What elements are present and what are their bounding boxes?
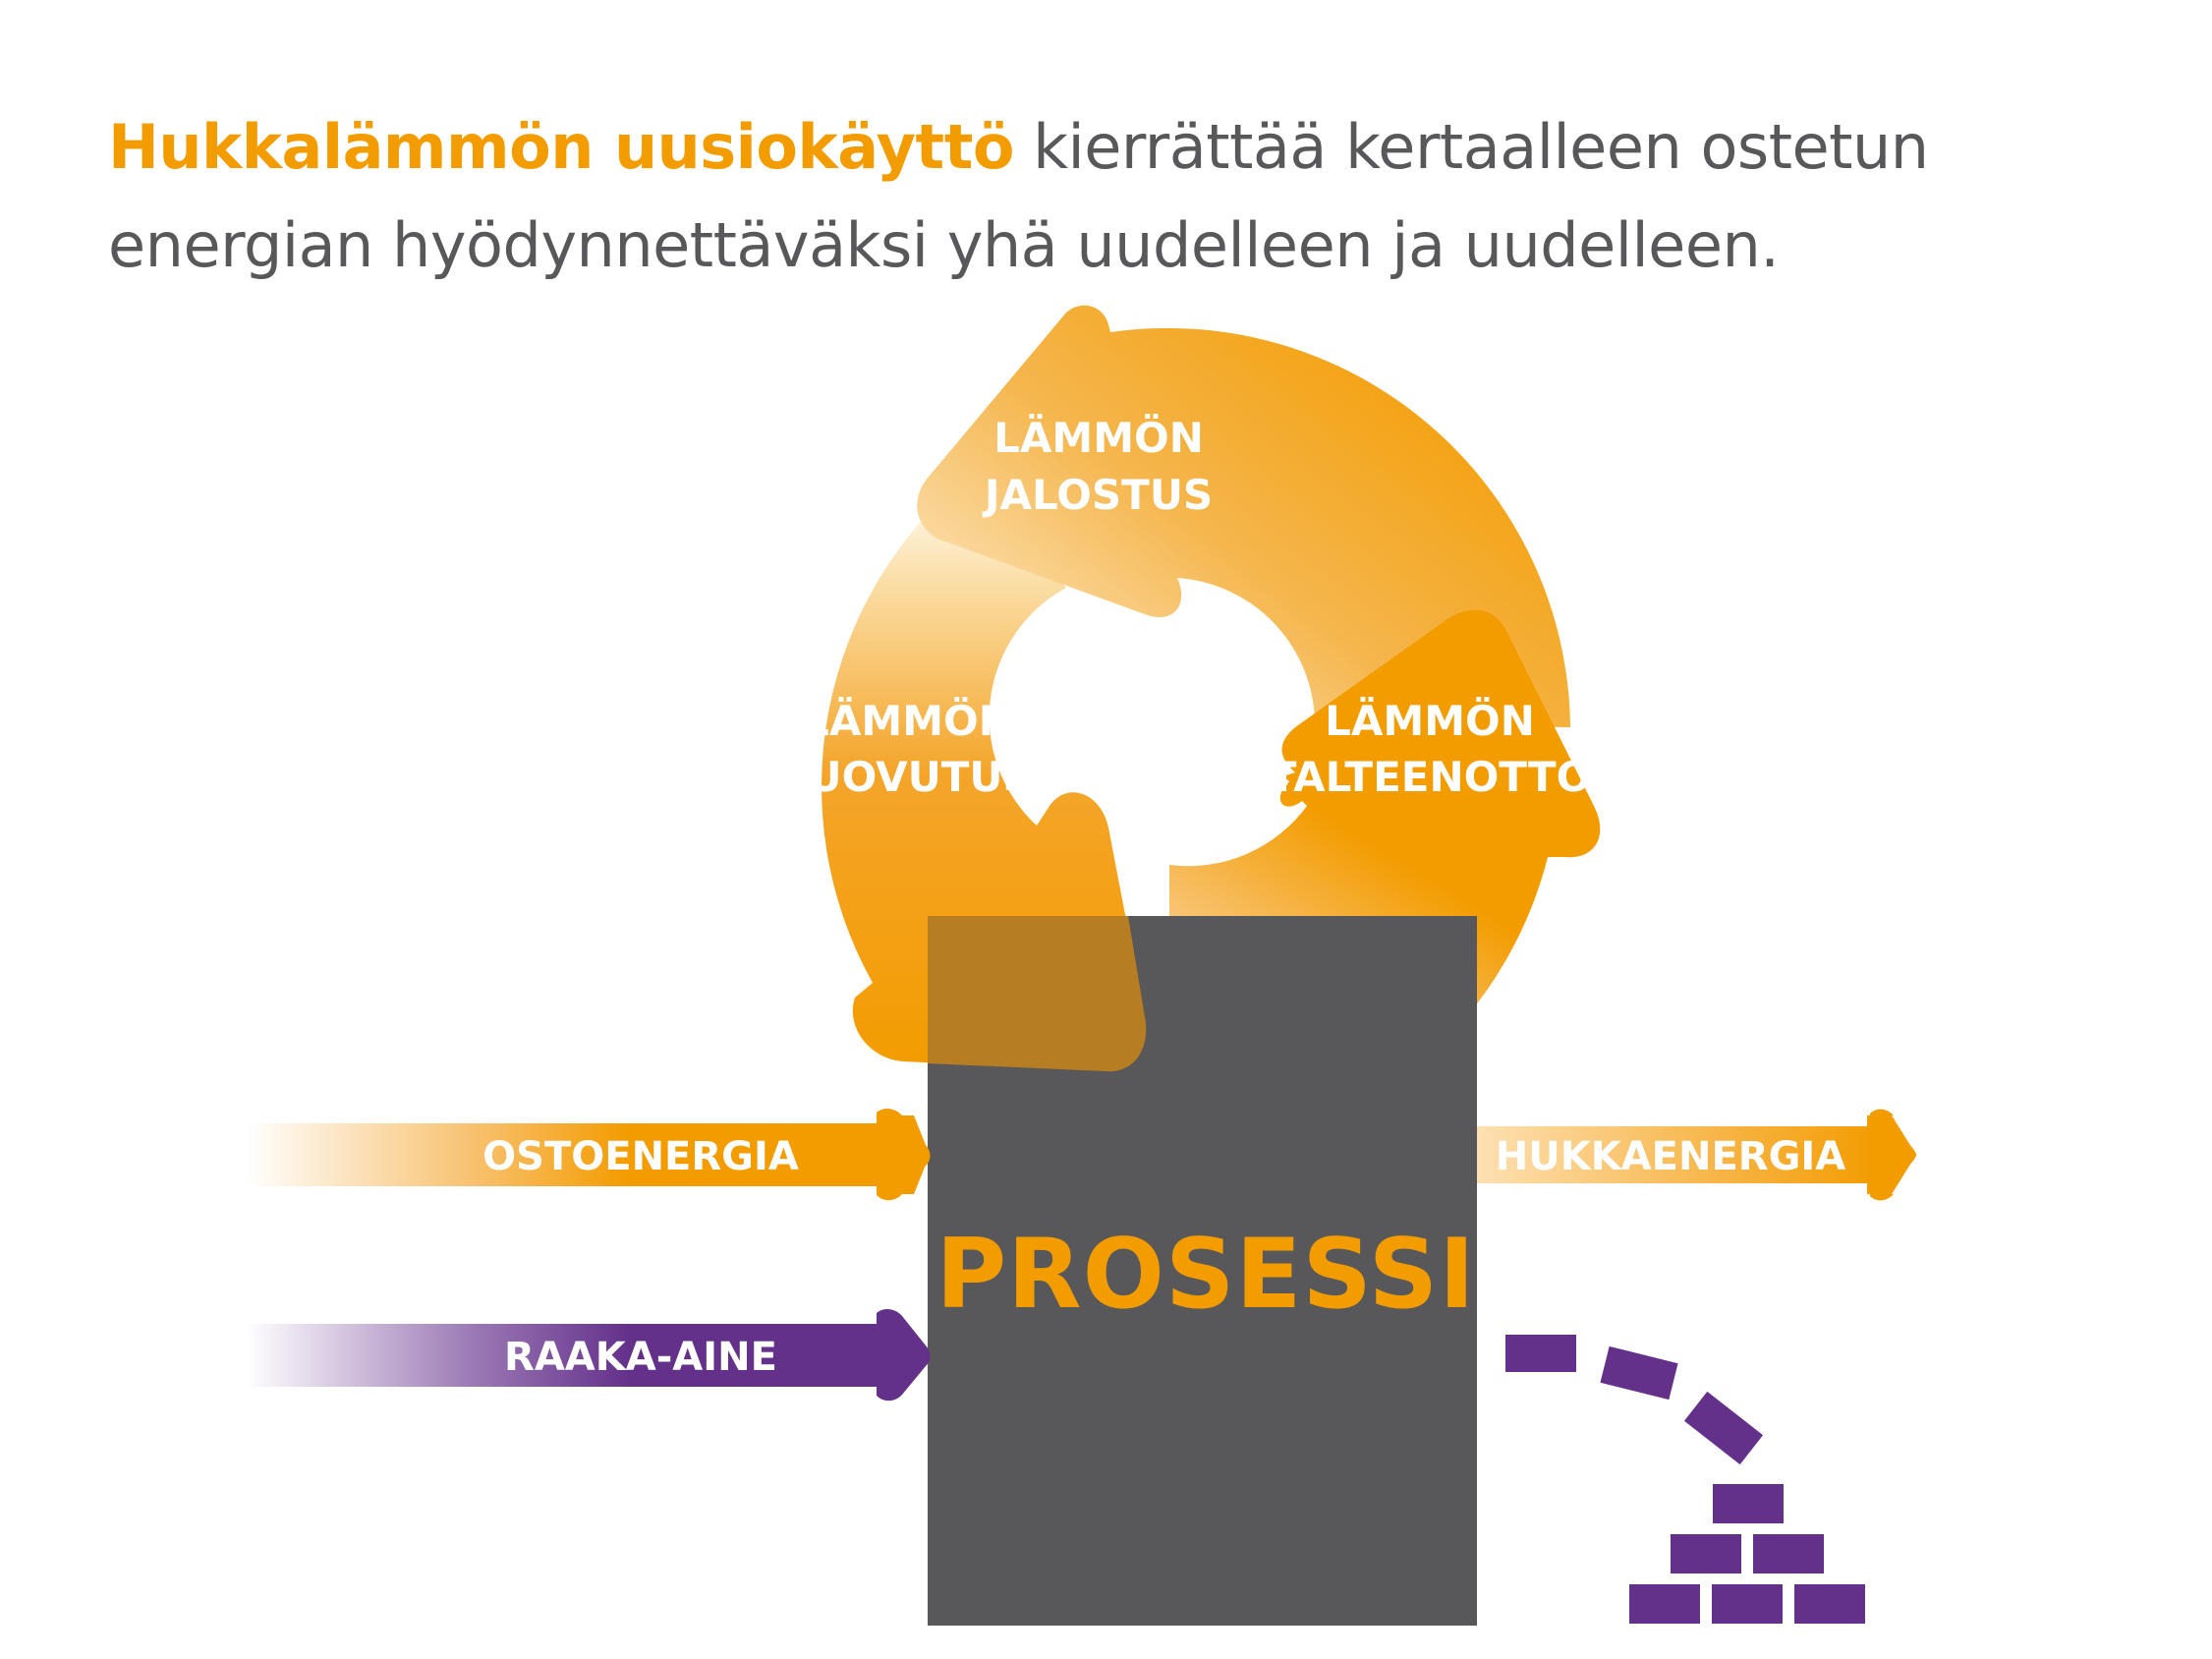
- label-talteenotto-line2: TALTEENOTTO: [1269, 753, 1592, 801]
- brick-stack-6: [1794, 1584, 1865, 1624]
- label-luovutus-line2: LUOVUTUS: [783, 753, 1033, 801]
- waste-energy-arrow: HUKKAENERGIA: [1477, 1109, 1916, 1201]
- brick-stack-3: [1753, 1534, 1824, 1573]
- brick-stack-4: [1629, 1584, 1700, 1624]
- falling-brick-3: [1683, 1391, 1764, 1465]
- falling-brick-2: [1600, 1345, 1678, 1401]
- input-energy-label: OSTOENERGIA: [482, 1134, 799, 1179]
- headline-line1: kierrättää kertaalleen ostetun: [1013, 111, 1929, 183]
- waste-energy-label: HUKKAENERGIA: [1496, 1134, 1846, 1179]
- label-talteenotto-line1: LÄMMÖN: [1325, 696, 1535, 745]
- headline-line2: energian hyödynnettäväksi yhä uudelleen …: [108, 209, 1780, 281]
- raw-material-arrow: RAAKA-AINE: [246, 1309, 931, 1402]
- cycle-segment-jalostus: [917, 305, 1570, 727]
- label-jalostus-line2: JALOSTUS: [982, 471, 1213, 519]
- label-luovutus-line1: LÄMMÖN: [803, 696, 1013, 745]
- label-jalostus-line1: LÄMMÖN: [993, 413, 1204, 462]
- brick-stack-5: [1712, 1584, 1783, 1624]
- input-energy-arrow: OSTOENERGIA: [246, 1109, 931, 1201]
- headline: Hukkalämmön uusiokäyttö kierrättää kerta…: [108, 98, 2073, 295]
- process-label: PROSESSI: [936, 1219, 1475, 1331]
- headline-highlight: Hukkalämmön uusiokäyttö: [108, 111, 1014, 183]
- brick-stack-2: [1671, 1534, 1741, 1573]
- brick-stack-1: [1713, 1484, 1784, 1523]
- falling-brick-1: [1505, 1335, 1576, 1372]
- raw-material-label: RAAKA-AINE: [504, 1335, 777, 1380]
- cycle-overlap: [928, 916, 1147, 1072]
- waste-bricks: [1505, 1335, 1865, 1624]
